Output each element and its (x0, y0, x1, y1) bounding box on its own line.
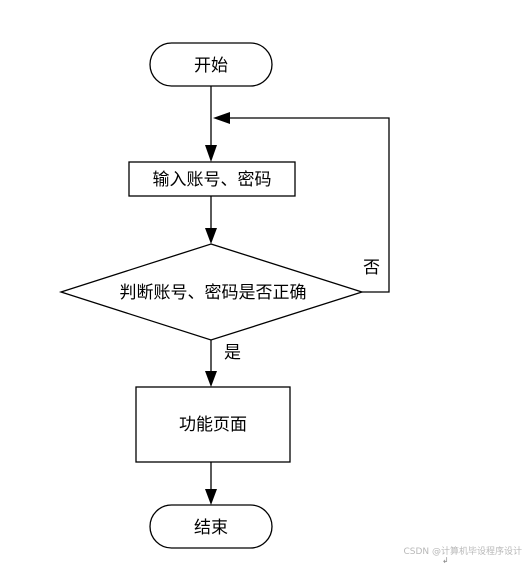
decision-node-label: 判断账号、密码是否正确 (120, 283, 307, 303)
end-node-shape (149, 504, 273, 549)
function-node-shape (135, 386, 291, 463)
edge-input-to-decision-arrowhead (205, 228, 217, 244)
edge-decision-yes: 是 (205, 340, 241, 387)
input-node-shape (128, 161, 296, 197)
end-node-label: 结束 (194, 518, 228, 538)
edge-decision-no-loop: 否 (213, 112, 390, 293)
edge-start-to-input (205, 86, 217, 162)
edge-function-to-end (205, 462, 217, 505)
edge-decision-no-loop-line (230, 117, 390, 293)
start-node: 开始 (149, 42, 273, 87)
decision-node: 判断账号、密码是否正确 (58, 243, 365, 341)
input-node: 输入账号、密码 (128, 161, 296, 197)
start-node-label: 开始 (194, 56, 228, 76)
edge-function-to-end-arrowhead (205, 489, 217, 505)
paragraph-mark-icon: ↲ (442, 556, 449, 564)
edge-decision-yes-arrowhead (205, 371, 217, 387)
edge-yes-label: 是 (224, 343, 241, 363)
function-node-label: 功能页面 (179, 415, 247, 435)
watermark-text: CSDN @计算机毕设程序设计 (403, 545, 522, 557)
edge-decision-no-loop-arrowhead (213, 112, 230, 124)
input-node-label: 输入账号、密码 (153, 170, 272, 190)
end-node: 结束 (149, 504, 273, 549)
edge-input-to-decision (205, 196, 217, 244)
edge-start-to-input-arrowhead (205, 145, 217, 162)
edge-no-label: 否 (363, 258, 380, 278)
function-node: 功能页面 (135, 386, 291, 463)
